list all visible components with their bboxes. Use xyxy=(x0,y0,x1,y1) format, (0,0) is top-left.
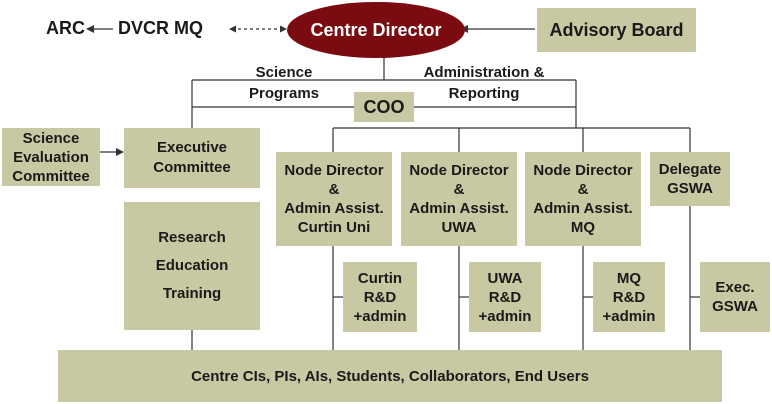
science-programs-label: Science Programs xyxy=(248,64,320,102)
executive-committee-label: Executive Committee xyxy=(153,139,231,176)
arc-label: ARC xyxy=(46,18,85,38)
rd-curtin-box[interactable]: Curtin R&D +admin xyxy=(343,262,417,332)
coo-label: COO xyxy=(363,96,405,117)
dashed-arrowhead-right xyxy=(280,25,287,33)
dvcr-label: DVCR MQ xyxy=(118,18,203,38)
rd-mq-label: MQ R&D +admin xyxy=(602,269,656,325)
node-curtin-label: Node Director & Admin Assist. Curtin Uni xyxy=(284,162,384,236)
exec-gswa-box[interactable]: Exec. GSWA xyxy=(700,262,770,332)
science-evaluation-label: Science Evaluation Committee xyxy=(12,129,90,185)
science-evaluation-box[interactable]: Science Evaluation Committee xyxy=(2,128,100,186)
programs-label: Research Education Training xyxy=(155,229,229,302)
centre-director-ellipse[interactable]: Centre Director xyxy=(287,2,465,58)
rd-mq-box[interactable]: MQ R&D +admin xyxy=(593,262,665,332)
arc-arrowhead xyxy=(86,25,94,33)
node-mq-box[interactable]: Node Director & Admin Assist. MQ xyxy=(525,152,641,246)
node-mq-label: Node Director & Admin Assist. MQ xyxy=(533,162,633,236)
delegate-gswa-label: Delegate GSWA xyxy=(658,161,722,197)
delegate-gswa-box[interactable]: Delegate GSWA xyxy=(650,152,730,206)
exec-gswa-label: Exec. GSWA xyxy=(712,279,758,315)
rd-uwa-box[interactable]: UWA R&D +admin xyxy=(469,262,541,332)
rd-uwa-label: UWA R&D +admin xyxy=(478,269,532,325)
centre-members-label: Centre CIs, PIs, AIs, Students, Collabor… xyxy=(191,367,589,385)
dashed-arrowhead-left xyxy=(229,25,236,33)
programs-box[interactable]: Research Education Training xyxy=(124,202,260,330)
centre-director-label: Centre Director xyxy=(310,19,442,40)
admin-reporting-label: Administration & Reporting xyxy=(423,64,545,102)
rd-curtin-label: Curtin R&D +admin xyxy=(353,269,407,325)
centre-members-bar[interactable]: Centre CIs, PIs, AIs, Students, Collabor… xyxy=(58,350,722,402)
advisory-board-box[interactable]: Advisory Board xyxy=(537,8,696,52)
executive-committee-box[interactable]: Executive Committee xyxy=(124,128,260,188)
node-curtin-box[interactable]: Node Director & Admin Assist. Curtin Uni xyxy=(276,152,392,246)
node-uwa-label: Node Director & Admin Assist. UWA xyxy=(409,162,509,236)
coo-box[interactable]: COO xyxy=(354,92,414,122)
sec-arrowhead xyxy=(116,148,124,156)
node-uwa-box[interactable]: Node Director & Admin Assist. UWA xyxy=(401,152,517,246)
advisory-board-label: Advisory Board xyxy=(549,19,684,40)
